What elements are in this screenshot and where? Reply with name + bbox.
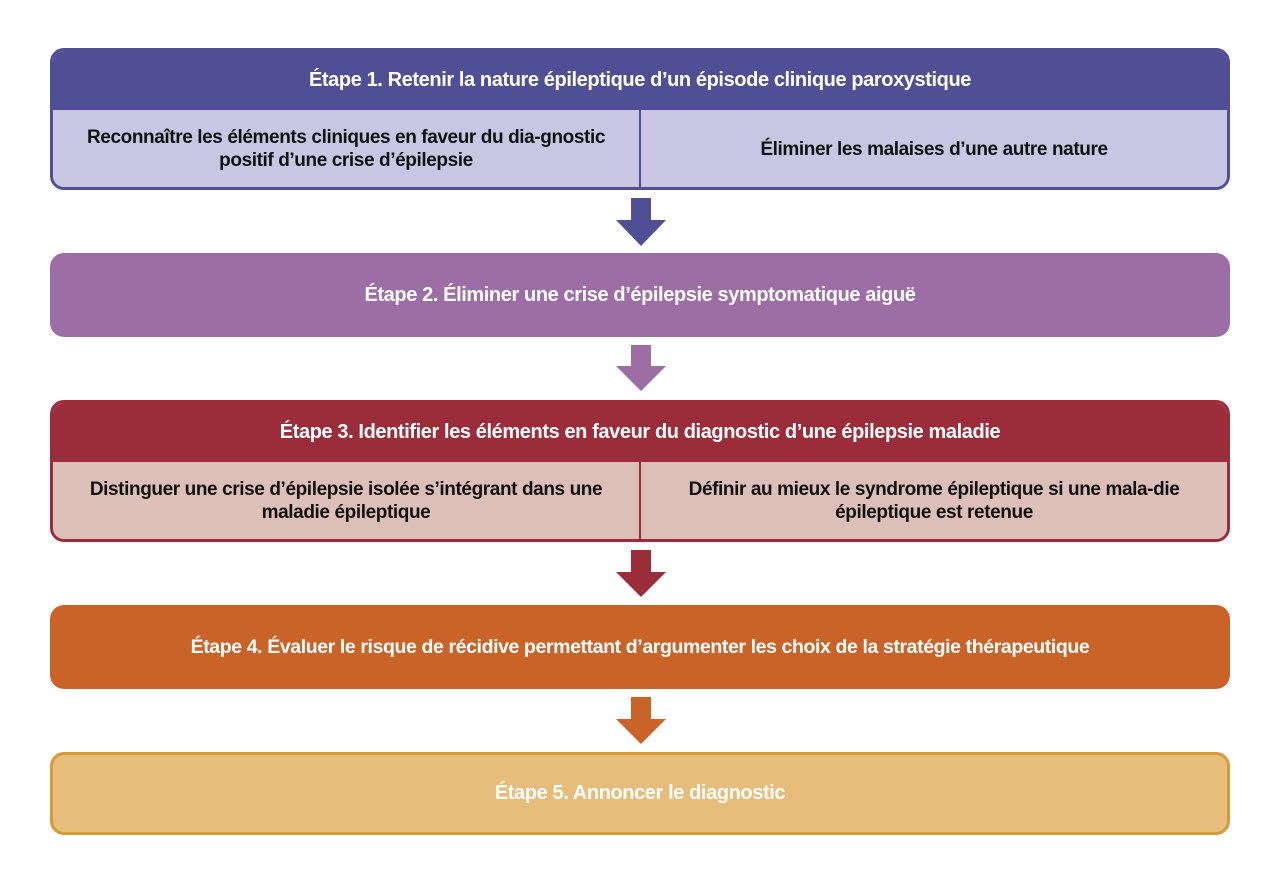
arrow-down-icon [616,697,666,744]
step-1-title: Étape 1. Retenir la nature épileptique d… [53,51,1227,110]
step-3-title: Étape 3. Identifier les éléments en fave… [53,403,1227,462]
step-1-box: Étape 1. Retenir la nature épileptique d… [50,48,1230,190]
arrow-down-icon [616,198,666,246]
arrow-down-icon [616,345,666,391]
arrow-down-icon [616,550,666,597]
step-3-sub-left: Distinguer une crise d’épilepsie isolée … [53,462,641,539]
step-4-box: Étape 4. Évaluer le risque de récidive p… [50,605,1230,689]
step-3-sub-right: Définir au mieux le syndrome épileptique… [688,479,1180,523]
step-1-sub-left: Reconnaître les éléments cliniques en fa… [53,110,641,187]
step-3-box: Étape 3. Identifier les éléments en fave… [50,400,1230,542]
step-1-sub-right: Éliminer les malaises d’une autre nature [760,138,1108,160]
step-2-box: Étape 2. Éliminer une crise d’épilepsie … [50,253,1230,337]
step-5-box: Étape 5. Annoncer le diagnostic [50,752,1230,835]
